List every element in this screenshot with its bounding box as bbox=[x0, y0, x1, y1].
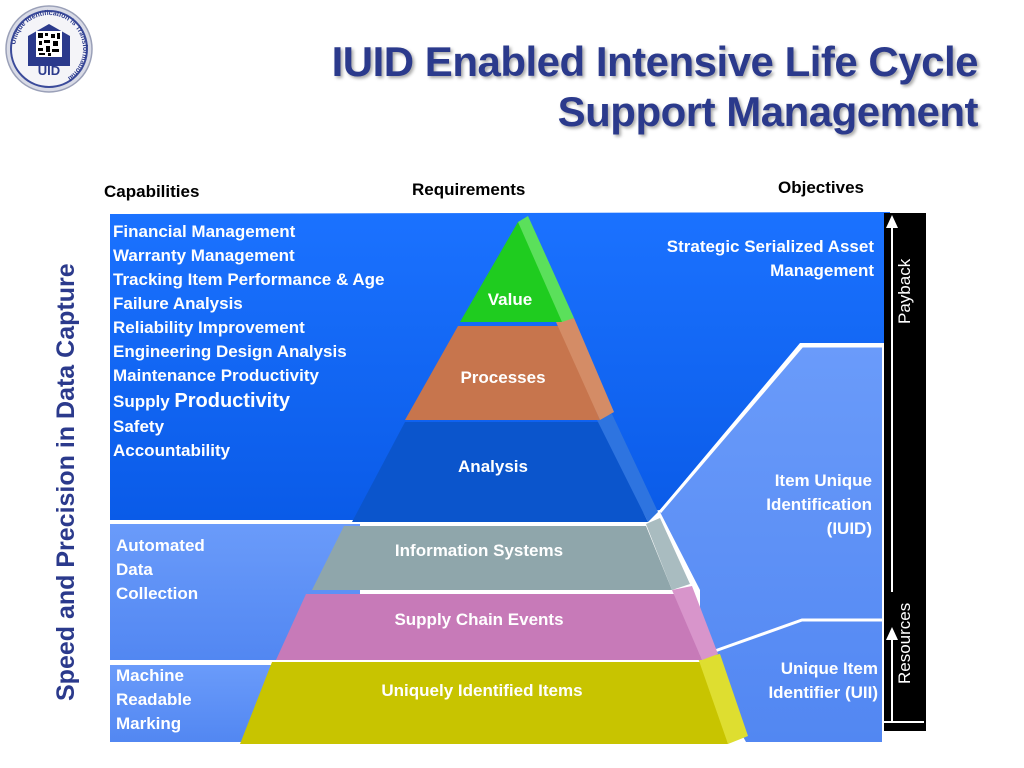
supply-emphasis: Productivity bbox=[174, 390, 290, 412]
header-requirements: Requirements bbox=[412, 180, 526, 199]
automated-label: Automated Data Collection bbox=[116, 534, 205, 606]
tier-value-side bbox=[518, 216, 574, 322]
objective-strategic: Strategic Serialized Asset Management bbox=[574, 235, 874, 283]
machine-line: Marking bbox=[116, 714, 182, 733]
tier-processes-side bbox=[556, 318, 614, 420]
objective-line: Identification bbox=[766, 495, 872, 514]
tier-processes-label: Processes bbox=[460, 368, 546, 387]
machine-label: Machine Readable Marking bbox=[116, 664, 192, 736]
objective-iuid: Item Unique Identification (IUID) bbox=[672, 469, 872, 541]
tier-items-side bbox=[698, 654, 748, 744]
capability-item: Financial Management bbox=[113, 222, 296, 241]
header-objectives: Objectives bbox=[778, 178, 864, 197]
uid-logo-seal: Unique Identification is Transformationa… bbox=[5, 5, 93, 93]
objective-line: Item Unique bbox=[774, 471, 872, 490]
supply-prefix: Supply bbox=[113, 392, 175, 411]
automated-line: Automated bbox=[116, 536, 205, 555]
automated-line: Collection bbox=[116, 584, 199, 603]
capability-item: Accountability bbox=[113, 441, 231, 460]
tier-information-label: Information Systems bbox=[394, 541, 564, 560]
tier-supply-label: Supply Chain Events bbox=[394, 610, 564, 629]
page-title-line2: Support Management bbox=[557, 88, 979, 135]
tier-analysis-label: Analysis bbox=[458, 457, 528, 476]
capability-item-supply: Supply Productivity bbox=[113, 388, 384, 415]
side-label: Speed and Precision in Data Capture bbox=[52, 263, 80, 701]
capability-item: Tracking Item Performance & Age bbox=[113, 270, 385, 289]
automated-line: Data bbox=[116, 560, 153, 579]
resources-label: Resources bbox=[895, 602, 914, 684]
uid-logo: Unique Identification is Transformationa… bbox=[4, 4, 94, 94]
objective-line: Unique Item bbox=[780, 659, 878, 678]
capability-item: Engineering Design Analysis bbox=[113, 342, 347, 361]
capability-item: Reliability Improvement bbox=[113, 318, 305, 337]
capability-item: Maintenance Productivity bbox=[113, 366, 319, 385]
capability-item: Warranty Management bbox=[113, 246, 295, 265]
capability-item: Safety bbox=[113, 417, 165, 436]
objective-uii: Unique Item Identifier (UII) bbox=[678, 657, 878, 705]
machine-line: Readable bbox=[116, 690, 192, 709]
tier-value-label: Value bbox=[487, 290, 533, 309]
objectives-lower-panel bbox=[660, 346, 882, 742]
capability-item: Failure Analysis bbox=[113, 294, 243, 313]
header-capabilities: Capabilities bbox=[104, 182, 200, 201]
tier-items-label: Uniquely Identified Items bbox=[381, 681, 583, 700]
objective-line: Identifier (UII) bbox=[768, 683, 878, 702]
page-title-line1: IUID Enabled Intensive Life Cycle bbox=[331, 38, 979, 85]
tier-supply-front bbox=[276, 594, 702, 660]
tier-supply-side bbox=[672, 586, 718, 660]
tier-information-side bbox=[646, 518, 690, 590]
machine-line: Machine bbox=[116, 666, 185, 685]
objective-line: (IUID) bbox=[826, 519, 872, 538]
payback-label: Payback bbox=[895, 258, 914, 324]
objective-line: Management bbox=[770, 261, 874, 280]
svg-text:UID: UID bbox=[38, 63, 60, 78]
tier-information-front bbox=[312, 526, 672, 590]
tier-processes-front bbox=[405, 326, 600, 420]
objective-line: Strategic Serialized Asset bbox=[666, 237, 874, 256]
tier-analysis-front bbox=[352, 422, 648, 522]
capabilities-list: Financial Management Warranty Management… bbox=[113, 220, 384, 463]
tier-analysis-side bbox=[596, 414, 658, 522]
tier-items-front bbox=[240, 662, 728, 744]
